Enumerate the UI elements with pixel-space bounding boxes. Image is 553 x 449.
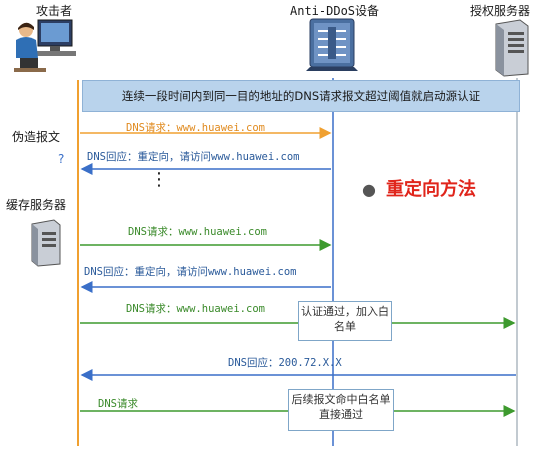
msg-1: DNS请求：www.huawei.com — [126, 122, 265, 134]
whitelist-box: 后续报文命中白名单直接通过 — [288, 389, 394, 431]
attacker-computer-icon — [14, 19, 76, 72]
auth-pass-text: 认证通过，加入白名单 — [301, 305, 389, 333]
banner-text: 连续一段时间内到同一目的地址的DNS请求报文超过阈值就启动源认证 — [121, 89, 481, 103]
auth-pass-box: 认证通过，加入白名单 — [298, 301, 392, 341]
cache-server-icon — [31, 219, 61, 267]
cache-server-label: 缓存服务器 — [6, 198, 67, 212]
attacker-label: 攻击者 — [36, 4, 73, 18]
question-mark: ? — [58, 152, 65, 166]
auth-server-icon — [495, 19, 529, 77]
msg-4: DNS回应：重定向，请访问www.huawei.com — [84, 266, 297, 278]
bullet-icon: ● — [362, 180, 376, 199]
banner: 连续一段时间内到同一目的地址的DNS请求报文超过阈值就启动源认证 — [82, 80, 520, 112]
method-title: ● 重定向方法 — [362, 175, 476, 201]
whitelist-text: 后续报文命中白名单直接通过 — [291, 393, 391, 421]
msg-7: DNS请求 — [98, 398, 138, 410]
method-title-text: 重定向方法 — [385, 179, 476, 200]
forged-packet-label: 伪造报文 — [12, 130, 61, 144]
ellipsis-dots: ⋮ — [150, 169, 168, 190]
msg-6: DNS回应：200.72.X.X — [228, 357, 342, 369]
msg-5: DNS请求：www.huawei.com — [126, 303, 265, 315]
anti-ddos-device-icon — [306, 18, 358, 71]
auth-server-label: 授权服务器 — [470, 4, 531, 18]
msg-2: DNS回应：重定向，请访问www.huawei.com — [87, 151, 300, 163]
msg-3: DNS请求：www.huawei.com — [128, 226, 267, 238]
anti-ddos-label: Anti-DDoS设备 — [290, 4, 380, 18]
